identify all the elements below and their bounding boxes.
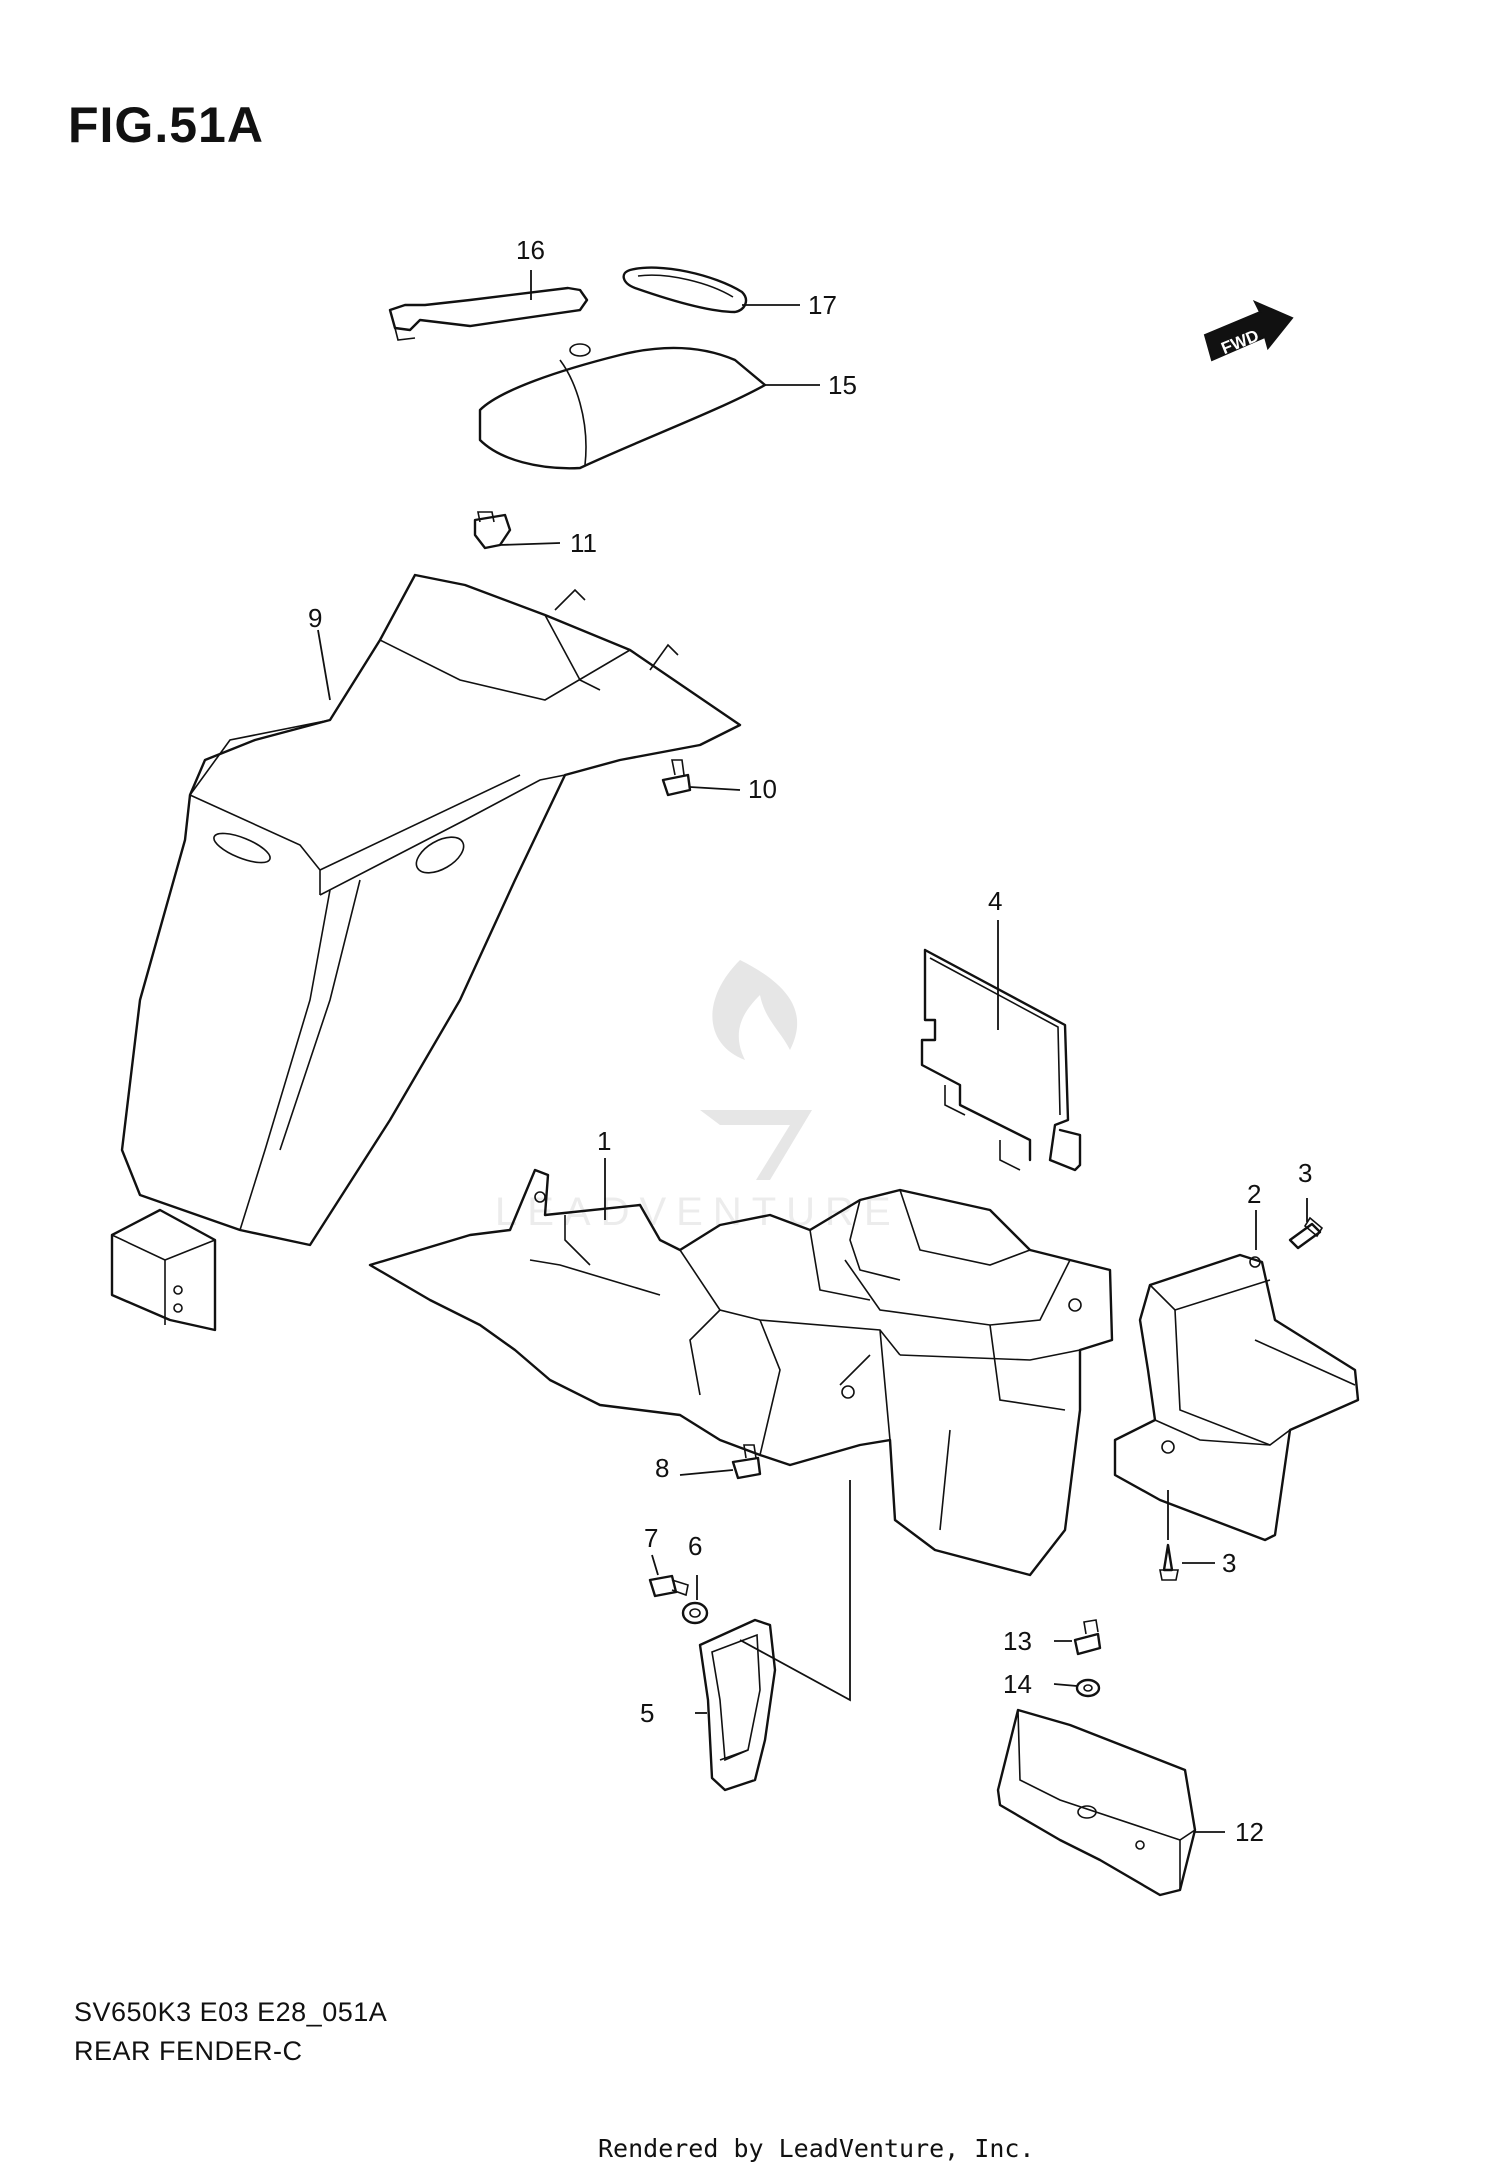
- callout-1: 1: [597, 1126, 611, 1156]
- callout-6: 6: [688, 1531, 702, 1561]
- callout-10: 10: [748, 774, 777, 804]
- callout-9: 9: [308, 603, 322, 633]
- callout-15: 15: [828, 370, 857, 400]
- callout-4: 4: [988, 886, 1002, 916]
- callout-3-lower: 3: [1222, 1548, 1236, 1578]
- callout-leaders: [317, 270, 1308, 1833]
- callout-labels: 16 17 15 11 9 10 4 1 2 3 3 8 7 6 5 13 14…: [308, 235, 1312, 1847]
- callout-11: 11: [570, 528, 597, 558]
- part-2-bracket: [1113, 1253, 1360, 1542]
- callout-14: 14: [1003, 1669, 1032, 1699]
- part-8-bolt: [731, 1444, 762, 1480]
- part-12-cover: [996, 1708, 1197, 1897]
- figure-caption: REAR FENDER-C: [74, 2036, 303, 2066]
- part-3-screw-lower: [1159, 1543, 1179, 1581]
- fwd-arrow-icon: FWD: [1203, 299, 1294, 362]
- callout-2: 2: [1247, 1179, 1261, 1209]
- part-5-bracket: [698, 1618, 777, 1792]
- part-11-clip: [473, 511, 512, 550]
- figure-code: SV650K3 E03 E28_051A: [74, 1997, 388, 2027]
- leadventure-watermark: LEADVENTURE: [495, 960, 901, 1234]
- rendered-by-credit: Rendered by LeadVenture, Inc.: [598, 2134, 1035, 2163]
- callout-5: 5: [640, 1698, 654, 1728]
- part-3-screw-upper: [1288, 1216, 1324, 1250]
- callout-13: 13: [1003, 1626, 1032, 1656]
- watermark-text: LEADVENTURE: [495, 1190, 901, 1234]
- part-15-tool-bag: [478, 343, 767, 470]
- part-17-band: [622, 266, 748, 314]
- callout-3-upper: 3: [1298, 1158, 1312, 1188]
- part-1-under-tray: [368, 1168, 1114, 1577]
- part-14-washer: [1075, 1678, 1101, 1698]
- part-6-collar: [681, 1601, 709, 1625]
- part-16-spanner: [388, 286, 589, 341]
- part-9-rear-fender: [110, 573, 742, 1332]
- callout-8: 8: [655, 1453, 669, 1483]
- part-5-leader: [739, 1480, 851, 1702]
- part-4-plate: [920, 948, 1082, 1172]
- part-10-bolt: [661, 759, 692, 797]
- callout-16: 16: [516, 235, 545, 265]
- part-13-bolt: [1073, 1619, 1102, 1656]
- callout-7: 7: [644, 1523, 658, 1553]
- callout-12: 12: [1235, 1817, 1264, 1847]
- part-7-bolt: [648, 1574, 689, 1598]
- callout-17: 17: [808, 290, 837, 320]
- figure-title: FIG.51A: [68, 97, 264, 153]
